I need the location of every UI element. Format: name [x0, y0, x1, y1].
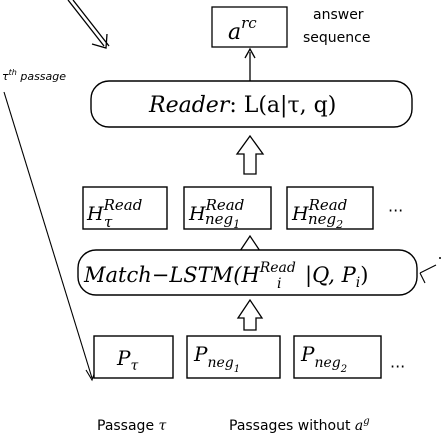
- passage-box-tau: [93, 335, 174, 379]
- up-arrow-match: [236, 298, 264, 331]
- reader-formula: Reader: L(a|τ, q): [148, 93, 336, 118]
- passage-neg2: Pneg2: [300, 342, 347, 375]
- hidden-ellipsis: ···: [388, 201, 403, 220]
- passage-tau: Pτ: [116, 346, 138, 374]
- hidden-box-neg2: [286, 186, 374, 230]
- hidden-box-neg1: [183, 186, 272, 230]
- passage-ellipsis: ···: [390, 357, 405, 376]
- label-passages-without: Passages without ag: [229, 416, 370, 434]
- tau-passage-diagonal: [3, 91, 97, 382]
- up-arrow-reader: [235, 134, 265, 175]
- reader-to-answer-arrow: [244, 47, 256, 81]
- answer-box: [211, 6, 288, 48]
- passage-box-neg1: [186, 335, 281, 379]
- passage-box-neg2: [293, 335, 382, 379]
- label-passage-tau: Passage τ: [97, 418, 167, 434]
- passage-tag: τth passage: [2, 68, 66, 83]
- match-side-mark: [419, 264, 437, 284]
- top-diagonal-arrow: [67, 0, 110, 49]
- match-lstm-box: [77, 249, 418, 296]
- match-side-dot: [439, 257, 441, 259]
- passage-neg1: Pneg1: [193, 342, 240, 375]
- reader-box: [90, 80, 413, 128]
- hidden-box-tau: [82, 186, 168, 230]
- answer-symbol: arc: [228, 14, 257, 45]
- hidden-states-group: [82, 186, 374, 230]
- answer-label: answer sequence: [303, 7, 370, 46]
